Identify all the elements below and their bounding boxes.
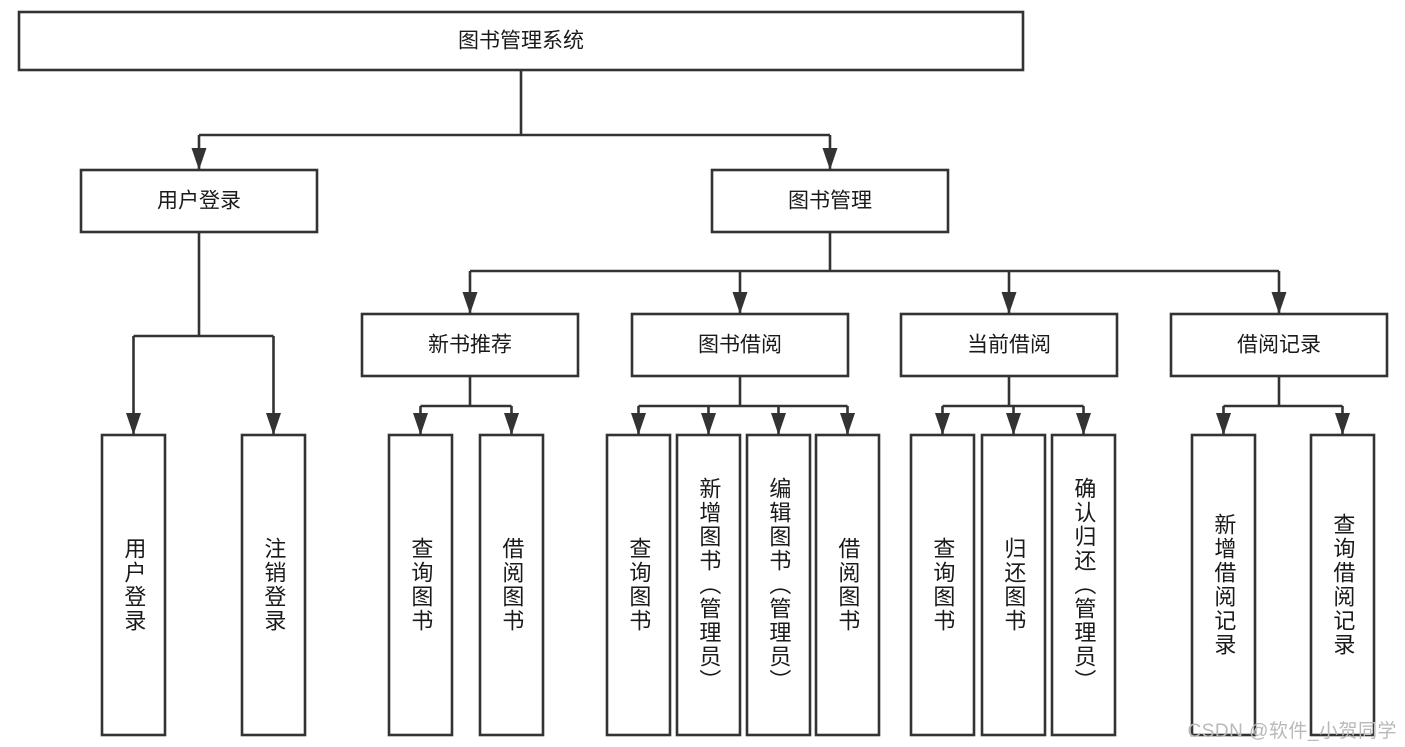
node-box-leaf-add-book[interactable] — [675, 433, 742, 737]
node-box-leaf-borrow-book-2[interactable] — [814, 433, 881, 737]
node-box-book-manage[interactable] — [710, 168, 950, 234]
arrow-head — [504, 413, 519, 435]
arrow-head — [1076, 413, 1091, 435]
arrow-head — [701, 413, 716, 435]
arrow-head — [462, 292, 478, 314]
node-box-leaf-edit-book[interactable] — [745, 433, 812, 737]
node-box-leaf-return-book[interactable] — [980, 433, 1047, 737]
node-box-current-borrow[interactable] — [899, 312, 1119, 378]
node-box-leaf-query-book-3[interactable] — [909, 433, 976, 737]
node-box-new-book-rec[interactable] — [360, 312, 580, 378]
arrow-head — [631, 413, 646, 435]
arrow-head — [1335, 413, 1350, 435]
node-label-current-borrow: 当前借阅 — [967, 334, 1051, 357]
node-box-borrow-record[interactable] — [1169, 312, 1389, 378]
node-box-root[interactable] — [17, 10, 1025, 72]
node-box-leaf-user-login[interactable] — [100, 433, 167, 737]
arrow-head — [1006, 413, 1021, 435]
node-box-leaf-confirm-return[interactable] — [1050, 433, 1117, 737]
arrow-head — [1001, 292, 1017, 314]
node-box-layer — [17, 10, 1389, 737]
arrow-head — [191, 148, 207, 170]
node-box-leaf-query-book-2[interactable] — [605, 433, 672, 737]
node-label-user-login: 用户登录 — [157, 190, 241, 213]
node-label-root: 图书管理系统 — [458, 30, 584, 53]
connector-layer — [126, 70, 1350, 435]
node-box-leaf-borrow-book-1[interactable] — [478, 433, 545, 737]
node-box-leaf-query-record[interactable] — [1309, 433, 1376, 737]
node-box-book-borrow[interactable] — [630, 312, 850, 378]
node-box-leaf-user-logout[interactable] — [240, 433, 307, 737]
arrow-head — [126, 413, 141, 435]
node-box-leaf-add-record[interactable] — [1190, 433, 1257, 737]
node-box-user-login[interactable] — [79, 168, 319, 234]
node-label-borrow-record: 借阅记录 — [1237, 334, 1321, 357]
node-label-book-manage: 图书管理 — [788, 190, 872, 213]
arrow-head — [822, 148, 838, 170]
arrow-head — [771, 413, 786, 435]
node-label-book-borrow: 图书借阅 — [698, 334, 782, 357]
watermark-text: CSDN @软件_小贺同学 — [1187, 721, 1397, 742]
arrow-head — [732, 292, 748, 314]
arrow-head — [413, 413, 428, 435]
node-box-leaf-query-book-1[interactable] — [387, 433, 454, 737]
arrow-head — [266, 413, 281, 435]
arrow-head — [935, 413, 950, 435]
arrow-head — [1271, 292, 1287, 314]
arrow-head — [840, 413, 855, 435]
node-label-new-book-rec: 新书推荐 — [428, 334, 512, 357]
arrow-head — [1216, 413, 1231, 435]
